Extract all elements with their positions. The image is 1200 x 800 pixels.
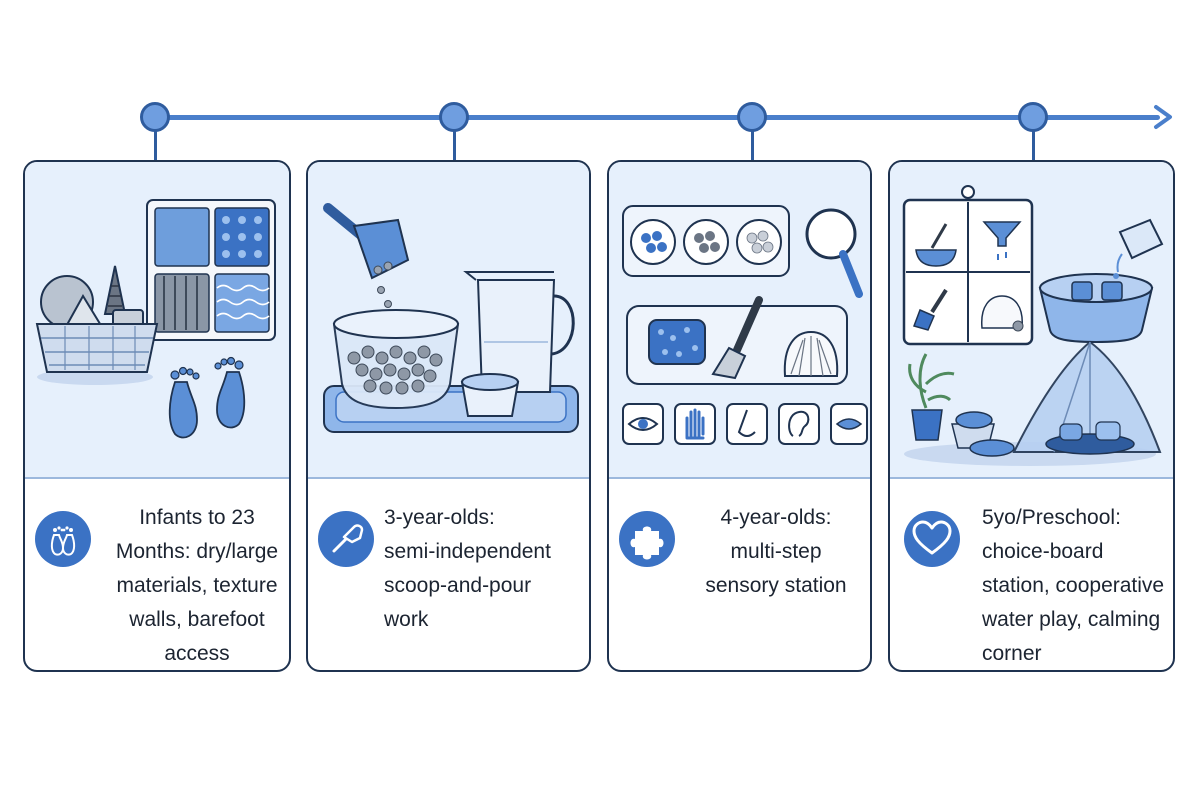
stage-caption-text-preschool: 5yo/Preschool: choice-board station, coo…	[982, 501, 1173, 670]
five-senses-row	[622, 403, 868, 445]
stage-caption-text-three-year-olds: 3-year-olds: semi-independent scoop-and-…	[384, 501, 589, 637]
calming-corner-icon	[904, 340, 1162, 466]
stage-caption-four-year-olds: 4-year-olds: multi-step sensory station	[609, 479, 870, 670]
stage-illustration-infants	[25, 162, 289, 479]
stage-card-three-year-olds: 3-year-olds: semi-independent scoop-and-…	[306, 160, 591, 672]
ear-icon	[778, 403, 820, 445]
timeline-arrowhead-icon	[1154, 105, 1172, 129]
footprints-badge-icon	[35, 511, 91, 567]
caption-line: Months: dry/large	[115, 540, 279, 563]
caption-line: 4-year-olds:	[720, 506, 832, 529]
caption-line: 5yo/Preschool:	[982, 506, 1121, 529]
nose-icon	[726, 403, 768, 445]
caption-line: walls, barefoot	[129, 608, 265, 631]
caption-line: sensory station	[705, 574, 847, 597]
timeline-node-four-year-olds	[737, 102, 767, 132]
caption-line: access	[164, 642, 230, 665]
timeline-stem-infants	[154, 131, 157, 161]
caption-line: materials, texture	[116, 574, 278, 597]
stage-caption-preschool: 5yo/Preschool: choice-board station, coo…	[890, 479, 1173, 670]
stage-card-four-year-olds: 4-year-olds: multi-step sensory station	[607, 160, 872, 672]
cup-icon	[460, 373, 520, 417]
stage-caption-text-infants: Infants to 23 Months: dry/large material…	[103, 501, 289, 670]
magnifying-glass-icon	[805, 208, 863, 298]
choice-board-icon	[902, 185, 1034, 346]
bowl-of-pebbles-icon	[332, 309, 460, 410]
caption-line: scoop-and-pour	[384, 574, 532, 597]
stage-caption-infants: Infants to 23 Months: dry/large material…	[25, 479, 289, 670]
texture-tray-icon	[626, 296, 848, 385]
stage-illustration-three-year-olds	[308, 162, 589, 479]
caption-line: Infants to 23	[139, 506, 255, 529]
timeline-stem-three-year-olds	[453, 131, 456, 161]
caption-line: water play, calming	[982, 608, 1161, 631]
timeline-stem-preschool	[1032, 131, 1035, 161]
treasure-basket-icon	[35, 265, 159, 385]
stage-illustration-preschool	[890, 162, 1173, 479]
caption-line: semi-independent	[384, 540, 551, 563]
texture-wall-icon	[146, 199, 276, 341]
caption-line: 3-year-olds:	[384, 506, 495, 529]
caption-line: multi-step	[730, 540, 822, 563]
timeline-stem-four-year-olds	[751, 131, 754, 161]
stage-illustration-four-year-olds	[609, 162, 870, 479]
scoop-badge-icon	[318, 511, 374, 567]
heart-icon	[904, 511, 960, 567]
caption-line: work	[384, 608, 429, 631]
footprints-icon	[168, 356, 246, 439]
timeline-node-infants	[140, 102, 170, 132]
stage-card-infants: Infants to 23 Months: dry/large material…	[23, 160, 291, 672]
water-play-basin-icon	[1038, 218, 1164, 344]
caption-line: choice-board	[982, 540, 1104, 563]
stage-caption-three-year-olds: 3-year-olds: semi-independent scoop-and-…	[308, 479, 589, 670]
scoop-icon	[323, 203, 410, 326]
caption-line: station, cooperative	[982, 574, 1165, 597]
pitcher-icon	[463, 271, 575, 393]
timeline-node-preschool	[1018, 102, 1048, 132]
sorting-tray-icon	[622, 205, 790, 277]
timeline-line	[155, 115, 1160, 120]
stage-caption-text-four-year-olds: 4-year-olds: multi-step sensory station	[695, 501, 857, 603]
timeline-node-three-year-olds	[439, 102, 469, 132]
puzzle-piece-icon	[619, 511, 675, 567]
stage-card-preschool: 5yo/Preschool: choice-board station, coo…	[888, 160, 1175, 672]
caption-line: corner	[982, 642, 1042, 665]
